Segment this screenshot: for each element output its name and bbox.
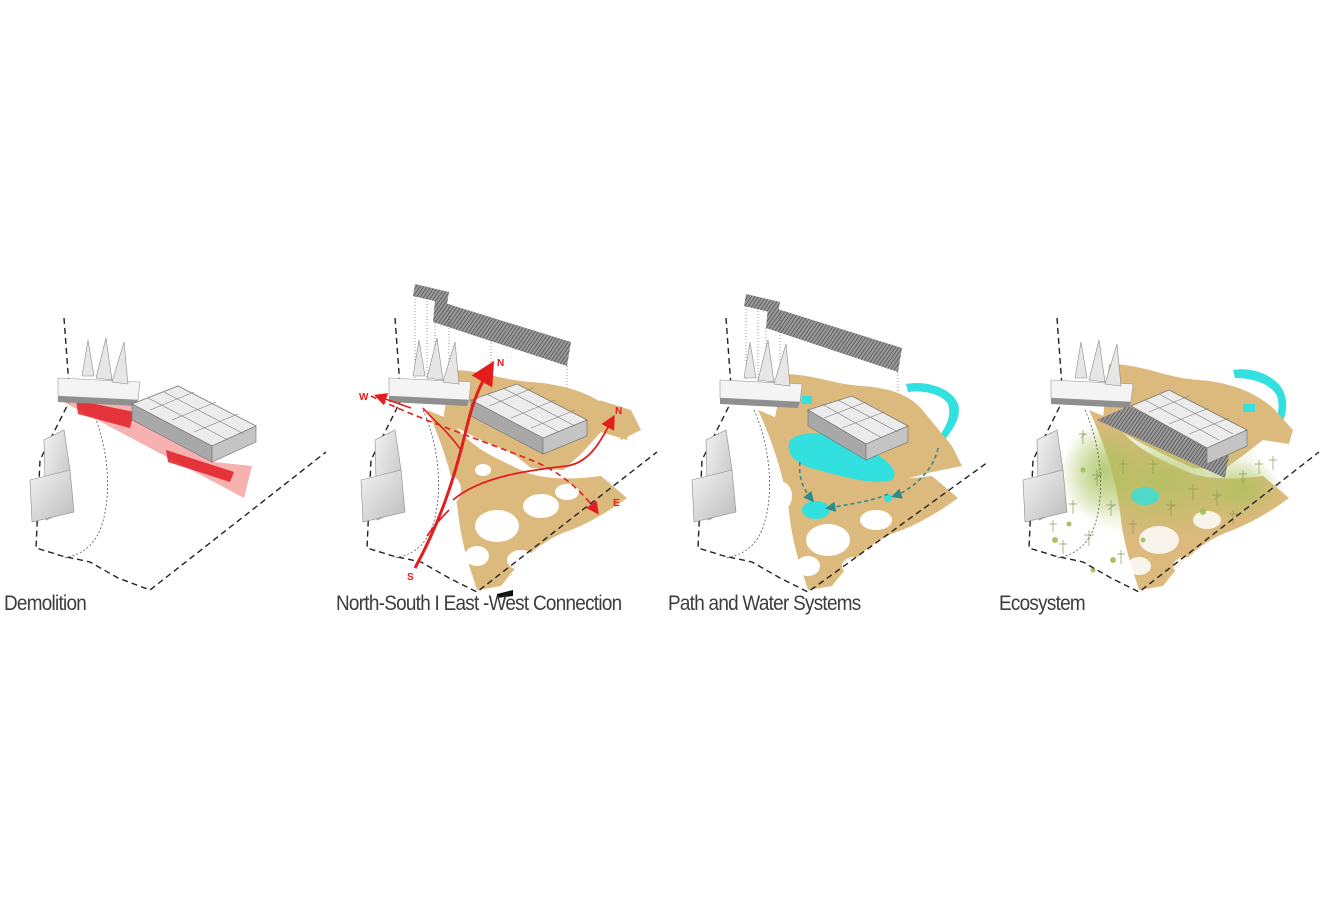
ecosystem-diagram — [1022, 317, 1320, 593]
path-water-diagram — [691, 294, 989, 593]
spire-structures — [412, 337, 460, 385]
inner-boundary-curve — [394, 409, 439, 559]
caption-connections: North-South I East -West Connection — [336, 592, 622, 615]
panel-ecosystem: Ecosystem — [993, 0, 1323, 901]
site-boundary — [366, 317, 658, 593]
water-pool-top — [1243, 404, 1255, 412]
main-building-wall — [542, 419, 588, 455]
label-north-2: N — [615, 406, 622, 417]
panel-demolition: Demolition — [0, 0, 331, 901]
main-building-wall — [1206, 429, 1248, 465]
shrubs — [1052, 467, 1246, 573]
water-pond-small — [802, 501, 830, 519]
trees — [1049, 430, 1277, 564]
water-pool-top — [802, 396, 812, 404]
caption-ecosystem: Ecosystem — [999, 592, 1086, 615]
water-pond-tiny — [884, 494, 892, 502]
vegetation-area — [1063, 420, 1143, 520]
west-branch — [426, 509, 450, 537]
bar-building-side — [720, 398, 800, 408]
north-south-connection — [413, 360, 495, 569]
water-flow-2 — [825, 493, 889, 512]
bar-building-side — [389, 396, 469, 406]
roof-grid — [486, 387, 576, 433]
demolition-building-2 — [166, 450, 234, 482]
water-pond-main — [788, 433, 895, 482]
lawn-islands — [772, 482, 892, 576]
hatched-roof-large — [766, 306, 902, 372]
bar-building-side — [58, 396, 138, 406]
west-arrow — [373, 393, 412, 409]
panel-connections: W N N E S North-South I East -West Conne… — [331, 0, 662, 901]
east-branch — [452, 414, 615, 501]
label-north-1: N — [497, 358, 504, 369]
site-boundary — [697, 317, 989, 593]
roof-grid — [1144, 393, 1234, 441]
hatched-roof-canopy — [1097, 406, 1229, 478]
water-pond — [1131, 487, 1159, 505]
west-building — [360, 469, 406, 523]
west-building — [691, 469, 737, 523]
roof-grid — [821, 399, 899, 439]
panel-path-water: Path and Water Systems — [662, 0, 993, 901]
spire-structures — [1074, 339, 1122, 387]
inner-boundary-curve — [63, 409, 108, 559]
label-west: W — [359, 392, 369, 403]
site-boundary — [1028, 317, 1320, 593]
lawn-islands — [1127, 511, 1221, 575]
hatched-roof-large — [433, 300, 571, 366]
scale-bar — [497, 590, 513, 598]
spire-structures — [81, 337, 129, 385]
water-flow-1 — [798, 461, 814, 503]
east-west-connection — [370, 395, 599, 515]
inner-boundary-curve — [1056, 409, 1101, 559]
label-east: E — [613, 498, 620, 509]
connection-diagram: W N N E S — [359, 284, 658, 598]
caption-path-water: Path and Water Systems — [668, 592, 861, 615]
water-stream — [906, 382, 959, 444]
site-boundary — [35, 317, 327, 591]
main-building-wall — [865, 425, 909, 461]
west-building — [1022, 469, 1068, 523]
demolition-diagram — [29, 317, 327, 591]
label-south: S — [407, 572, 414, 583]
spire-structures — [743, 339, 791, 387]
water-stream — [1233, 369, 1287, 434]
bar-building-side — [1051, 398, 1131, 408]
demolition-building-1 — [76, 400, 134, 428]
hatched-roof-small — [413, 284, 449, 304]
inner-boundary-curve — [725, 409, 770, 559]
roof-grid — [147, 391, 245, 441]
caption-demolition: Demolition — [4, 592, 87, 615]
west-building — [29, 469, 75, 523]
